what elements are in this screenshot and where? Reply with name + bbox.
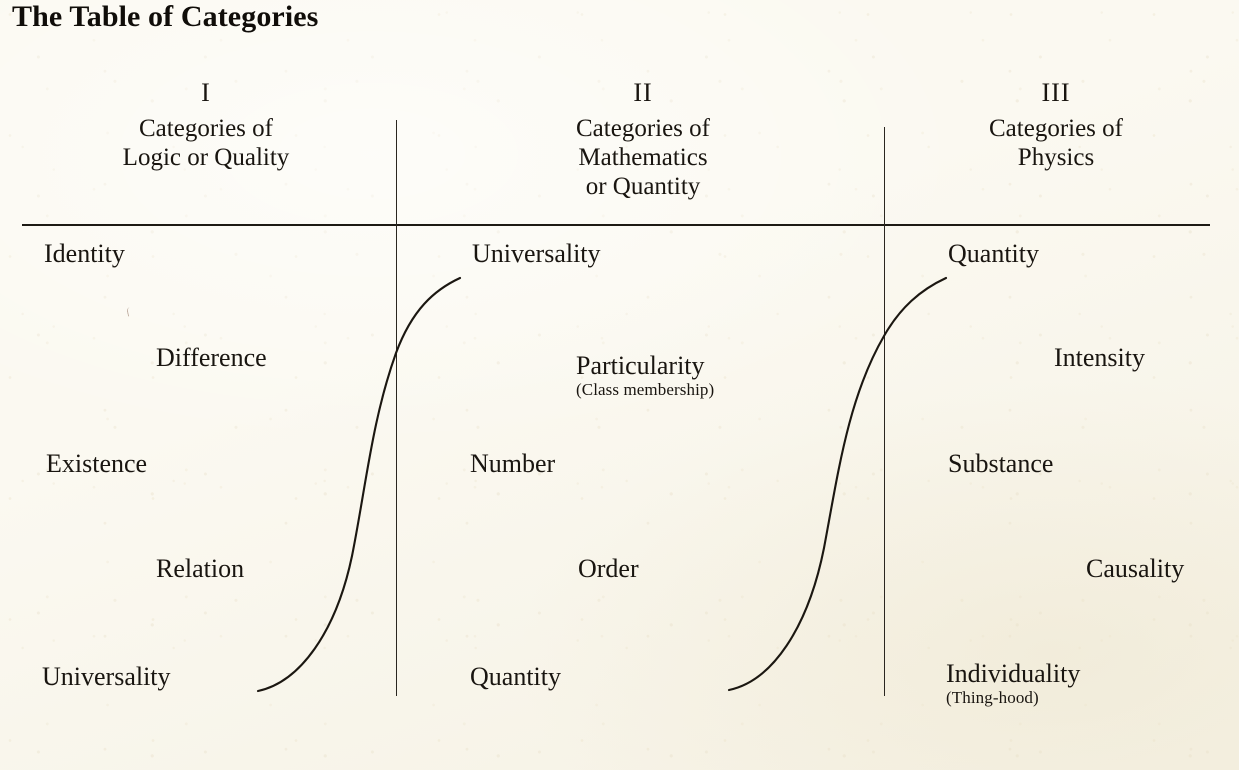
category-entry: Difference xyxy=(156,343,267,372)
category-entry: Identity xyxy=(44,239,125,268)
column-heading-line-2-1: Categories of xyxy=(576,115,710,143)
page-title: The Table of Categories xyxy=(12,0,319,33)
category-label: Identity xyxy=(44,239,125,268)
category-entry: Existence xyxy=(46,449,148,478)
category-entry: Individuality (Thing-hood) xyxy=(946,659,1081,708)
category-entry: Causality xyxy=(1086,554,1185,583)
category-sublabel: (Class membership) xyxy=(576,380,715,400)
category-label: Intensity xyxy=(1054,343,1145,372)
column-heading-line-3-2: Physics xyxy=(1017,144,1095,172)
category-entry: Relation xyxy=(156,554,245,583)
category-entry: Quantity xyxy=(948,239,1039,268)
s-curve-column-1-to-2 xyxy=(256,276,462,693)
category-label: Individuality xyxy=(946,659,1081,688)
category-label: Quantity xyxy=(470,662,561,691)
column-header-3: III Categories of Physics xyxy=(896,78,1216,172)
category-label: Particularity xyxy=(576,351,705,380)
category-entry: Universality xyxy=(42,662,171,691)
category-entry: Order xyxy=(578,554,639,583)
column-numeral-2: II xyxy=(633,78,653,107)
category-entry: Number xyxy=(470,449,556,478)
header-horizontal-rule xyxy=(22,224,1210,226)
column-numeral-3: III xyxy=(1041,78,1071,107)
column-divider-1 xyxy=(396,120,397,696)
column-heading-line-2-3: or Quantity xyxy=(585,173,701,201)
category-label: Order xyxy=(578,554,639,583)
column-heading-line-2-2: Mathematics xyxy=(578,144,708,172)
category-label: Difference xyxy=(156,343,267,372)
category-label: Number xyxy=(470,449,556,478)
category-entry: Particularity (Class membership) xyxy=(576,351,715,400)
category-entry: Universality xyxy=(472,239,601,268)
column-divider-2 xyxy=(884,127,885,696)
category-label: Quantity xyxy=(948,239,1039,268)
column-heading-line-1-2: Logic or Quality xyxy=(122,144,290,172)
column-header-1: I Categories of Logic or Quality xyxy=(30,78,382,172)
category-sublabel: (Thing-hood) xyxy=(946,688,1039,708)
column-heading-line-3-1: Categories of xyxy=(989,115,1123,143)
column-numeral-1: I xyxy=(201,78,211,107)
category-label: Existence xyxy=(46,449,148,478)
category-label: Relation xyxy=(156,554,245,583)
category-label: Universality xyxy=(42,662,171,691)
category-label: Substance xyxy=(948,449,1054,478)
category-entry: Substance xyxy=(948,449,1054,478)
category-label: Universality xyxy=(472,239,601,268)
s-curve-column-2-to-3 xyxy=(727,276,948,692)
column-header-2: II Categories of Mathematics or Quantity xyxy=(412,78,874,201)
ink-fleck-mark xyxy=(126,306,134,317)
category-entry: Quantity xyxy=(470,662,561,691)
category-label: Causality xyxy=(1086,554,1185,583)
category-entry: Intensity xyxy=(1054,343,1145,372)
column-heading-line-1-1: Categories of xyxy=(139,115,273,143)
